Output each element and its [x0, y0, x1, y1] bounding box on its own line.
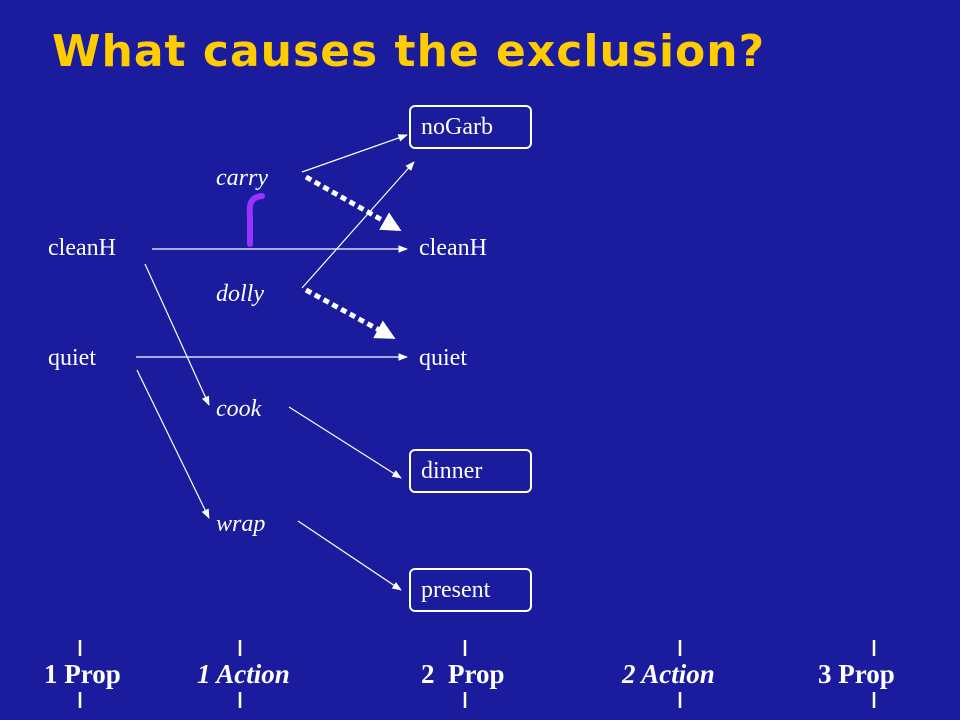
- timeline-1-action: 1 Action: [197, 659, 290, 689]
- slide-title: What causes the exclusion?: [52, 26, 766, 77]
- prop-dinner-level2: dinner: [409, 449, 532, 493]
- edge-carry-nogarb: [301, 134, 408, 173]
- timeline-2-prop: 2 Prop: [421, 659, 505, 689]
- edge-cook-dinner: [288, 406, 402, 479]
- prop-quiet-level1: quiet: [48, 345, 96, 371]
- timeline-2-action: 2 Action: [622, 659, 715, 689]
- edge-wrap-present: [297, 520, 402, 591]
- delete-edge-carry-cleanh: [304, 174, 402, 232]
- prop-quiet-level2: quiet: [419, 345, 467, 371]
- edge-dolly-nogarb: [301, 161, 415, 289]
- action-cook: cook: [216, 396, 262, 422]
- action-dolly: dolly: [216, 281, 264, 307]
- mutex-bracket: [246, 193, 265, 247]
- timeline-ticks: [78, 640, 876, 708]
- prop-present-level2: present: [409, 568, 532, 612]
- edge-quiet-wrap: [136, 369, 210, 519]
- action-carry: carry: [216, 165, 268, 191]
- timeline-3-prop: 3 Prop: [818, 659, 895, 689]
- prop-nogarb-level2: noGarb: [409, 105, 532, 149]
- timeline-1-prop: 1 Prop: [44, 659, 121, 689]
- delete-edge-dolly-quiet: [304, 287, 396, 340]
- action-wrap: wrap: [216, 511, 266, 537]
- prop-cleanh-level2: cleanH: [419, 235, 487, 261]
- edge-cleanh-cook: [144, 263, 210, 406]
- prop-cleanh-level1: cleanH: [48, 235, 116, 261]
